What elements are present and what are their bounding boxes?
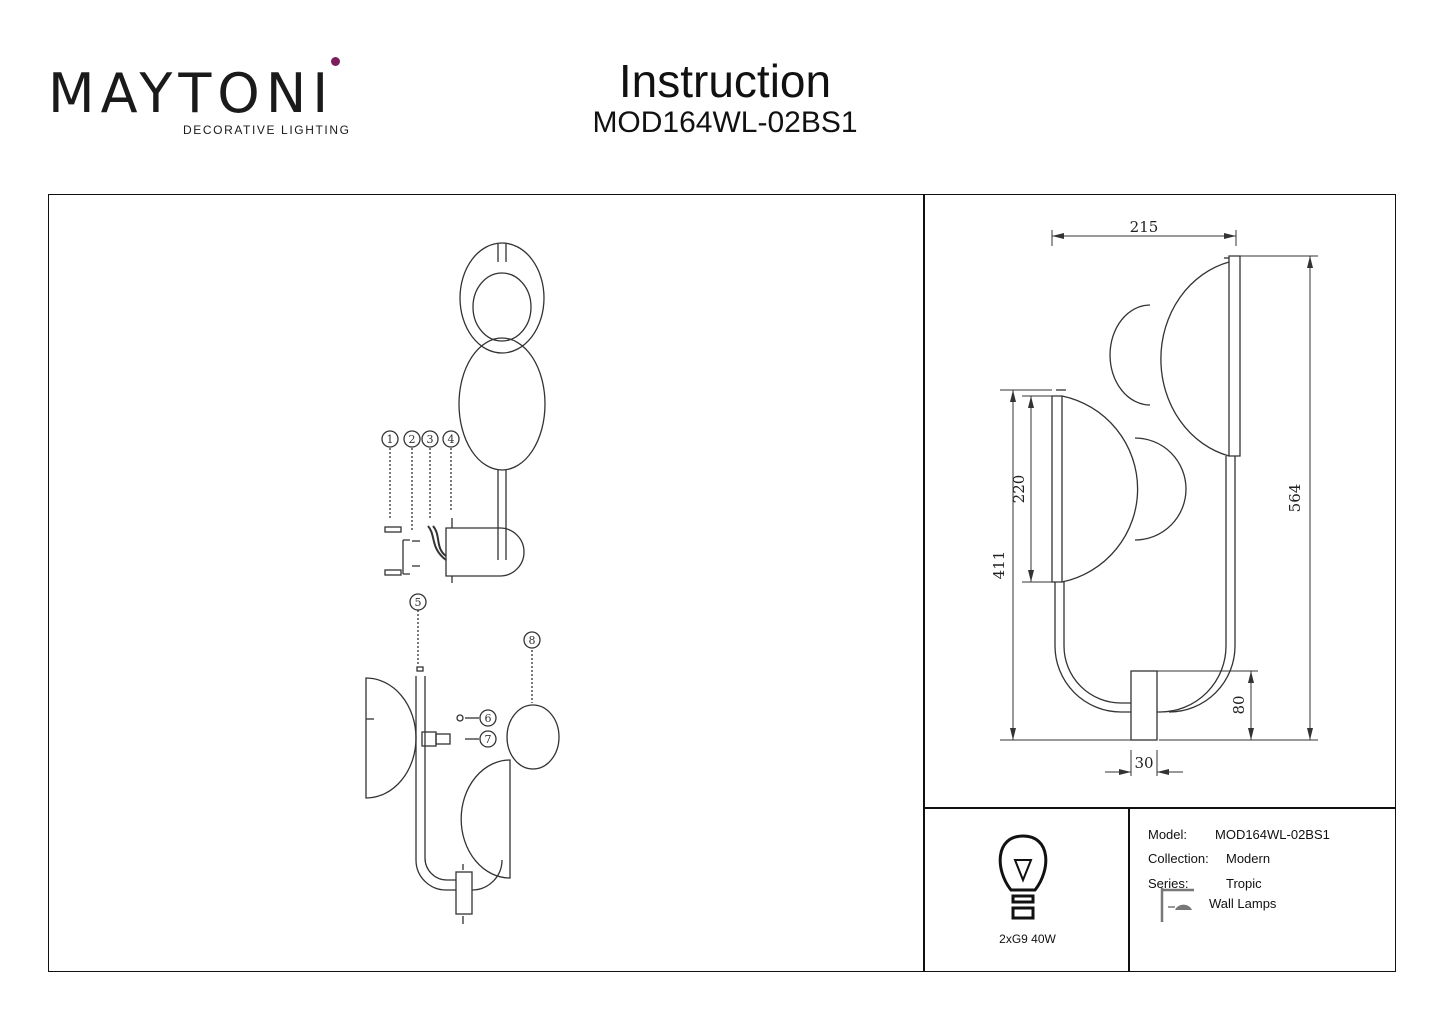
collection-label: Collection: — [1148, 851, 1209, 866]
brand-name: MAYTONI — [48, 62, 335, 125]
dim-lower-height: 411 — [990, 551, 1008, 580]
callout-2: 2 — [409, 433, 416, 446]
frame-divider-horizontal — [923, 807, 1396, 809]
wall-base — [445, 527, 525, 577]
dim-total-height: 564 — [1286, 484, 1304, 513]
collection-value: Modern — [1226, 851, 1271, 866]
model-label: Model: — [1148, 827, 1188, 842]
upper-globe — [472, 272, 532, 342]
lamp-spec: 2xG9 40W — [999, 932, 1056, 946]
light-bulb-icon — [998, 834, 1048, 920]
assembled-view — [384, 242, 546, 583]
dim-base-height: 80 — [1230, 695, 1248, 714]
header-model: MOD164WL-02BS1 — [592, 106, 858, 139]
part-shade-right — [460, 759, 511, 879]
base-plate — [1130, 670, 1158, 741]
upper-shade-outline — [459, 242, 545, 354]
callout-5: 5 — [415, 596, 422, 609]
exploded-parts — [365, 610, 560, 924]
callout-3: 3 — [427, 433, 434, 446]
dim-base-width: 30 — [1134, 754, 1153, 772]
callout-4: 4 — [448, 433, 455, 446]
part-base — [455, 871, 473, 915]
series-label: Series: — [1148, 876, 1189, 891]
lower-globe — [458, 337, 546, 471]
series-value: Tropic — [1226, 876, 1262, 891]
type-value: Wall Lamps — [1209, 896, 1277, 911]
callout-1: 1 — [387, 433, 394, 446]
brand-tagline: DECORATIVE LIGHTING — [183, 123, 351, 137]
dim-shade-height: 220 — [1010, 475, 1028, 504]
callout-7: 7 — [485, 733, 492, 746]
part-shade-left — [365, 677, 417, 799]
logo-accent-dot — [331, 57, 340, 66]
drawing-frame — [48, 194, 1396, 972]
frame-divider-vertical — [923, 194, 925, 972]
wall-lamp-icon — [1160, 888, 1194, 922]
callout-8: 8 — [529, 634, 536, 647]
part-globe — [506, 704, 560, 770]
page-title: Instruction — [618, 55, 832, 107]
callout-6: 6 — [485, 712, 492, 725]
dim-width: 215 — [1130, 218, 1159, 236]
dimension-view — [1051, 255, 1241, 741]
model-value: MOD164WL-02BS1 — [1215, 827, 1330, 842]
info-divider — [1128, 807, 1130, 972]
